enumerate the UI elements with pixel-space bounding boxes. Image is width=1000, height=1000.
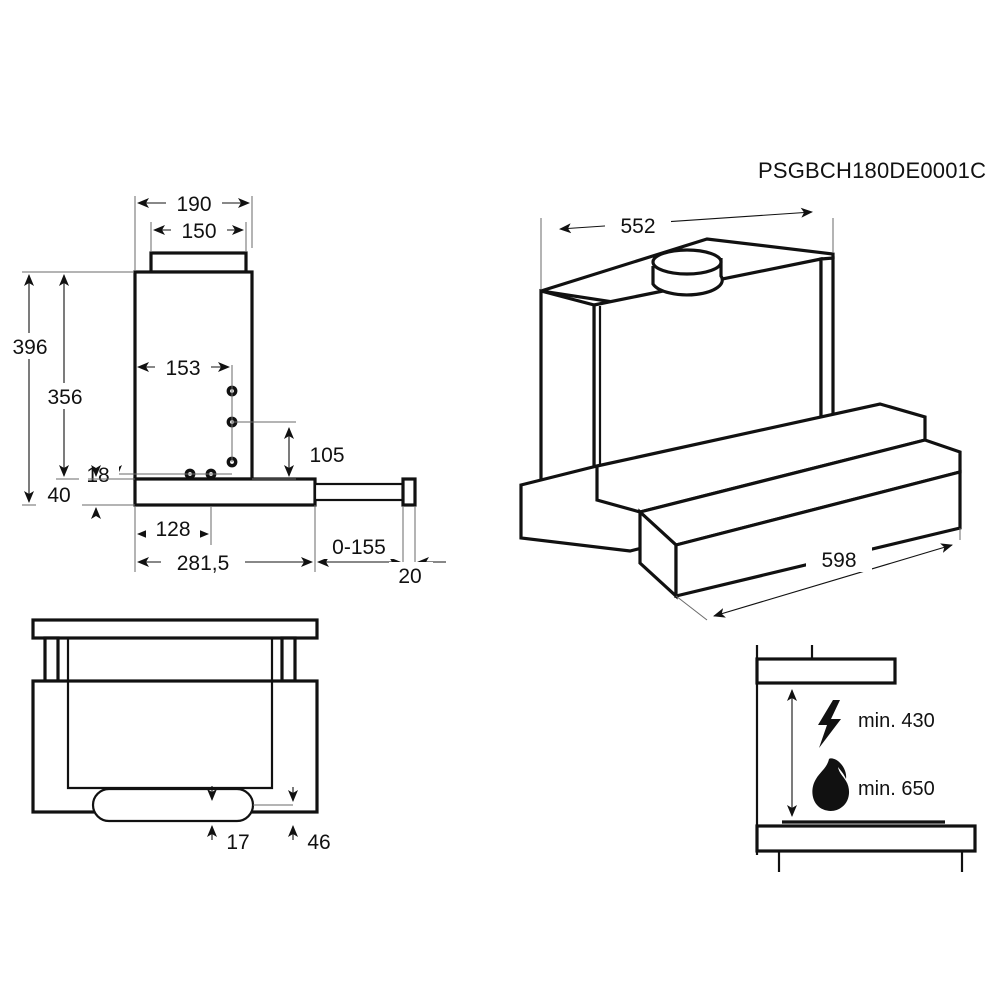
dimension-128: 128 [134, 507, 212, 545]
dimension-label-281-5: 281,5 [177, 552, 230, 575]
dimension-190: 190 [134, 190, 253, 270]
dimension-153: 153 [137, 354, 233, 391]
front-rail-outline [31, 618, 319, 640]
isometric-view: 552 598 [519, 207, 962, 621]
dimension-46: 46 [253, 787, 331, 854]
dimension-0-155: 0-155 [314, 505, 404, 572]
hood-bar-outline [755, 657, 897, 685]
clearance-note-electric: min. 430 [858, 710, 935, 732]
dimension-label-153: 153 [165, 357, 200, 380]
dimension-label-356: 356 [47, 386, 82, 409]
dimension-label-46: 46 [307, 831, 330, 854]
dimension-label-598: 598 [821, 549, 856, 572]
dimension-label-18: 18 [86, 464, 109, 487]
dimension-label-128: 128 [155, 518, 190, 541]
dimension-17: 17 [207, 786, 250, 854]
body-left-face [539, 288, 596, 493]
dimension-40: 40 [36, 465, 135, 519]
side-section-view: 190 150 153 [3, 190, 446, 588]
lightning-bolt-icon [818, 700, 841, 748]
drawer-right-edge [924, 438, 961, 454]
dimension-356: 356 [38, 271, 133, 480]
handle-slot-outline [91, 787, 255, 823]
dimension-150: 150 [150, 217, 247, 251]
dimension-label-552: 552 [620, 215, 655, 238]
dimension-552: 552 [540, 207, 834, 289]
clearance-view: min. 430 min. 650 [755, 645, 977, 872]
dimension-20: 20 [389, 507, 446, 588]
flame-icon [812, 758, 850, 811]
dimension-label-40: 40 [47, 484, 70, 507]
top-view: 17 46 [31, 618, 331, 854]
right-connector [280, 636, 297, 683]
dimension-281-5: 281,5 [134, 505, 316, 575]
dimension-label-17: 17 [226, 831, 249, 854]
worktop-outline [755, 824, 977, 853]
left-connector [43, 636, 60, 683]
duct-outlet-cylinder [651, 248, 724, 297]
dimension-label-20: 20 [398, 565, 421, 588]
dimension-label-190: 190 [176, 193, 211, 216]
dimension-598: 598 [675, 528, 961, 621]
dimension-label-396: 396 [12, 336, 47, 359]
dimension-label-150: 150 [181, 220, 216, 243]
drawing-number-label: PSGBCH180DE0001C [758, 158, 986, 183]
dimension-label-105: 105 [309, 444, 344, 467]
dimension-105: 105 [232, 421, 354, 480]
pullout-drawer-outline [133, 477, 417, 507]
dimension-label-0-155: 0-155 [332, 536, 386, 559]
duct-outlet-outline [149, 251, 248, 274]
clearance-note-gas: min. 650 [858, 778, 935, 800]
